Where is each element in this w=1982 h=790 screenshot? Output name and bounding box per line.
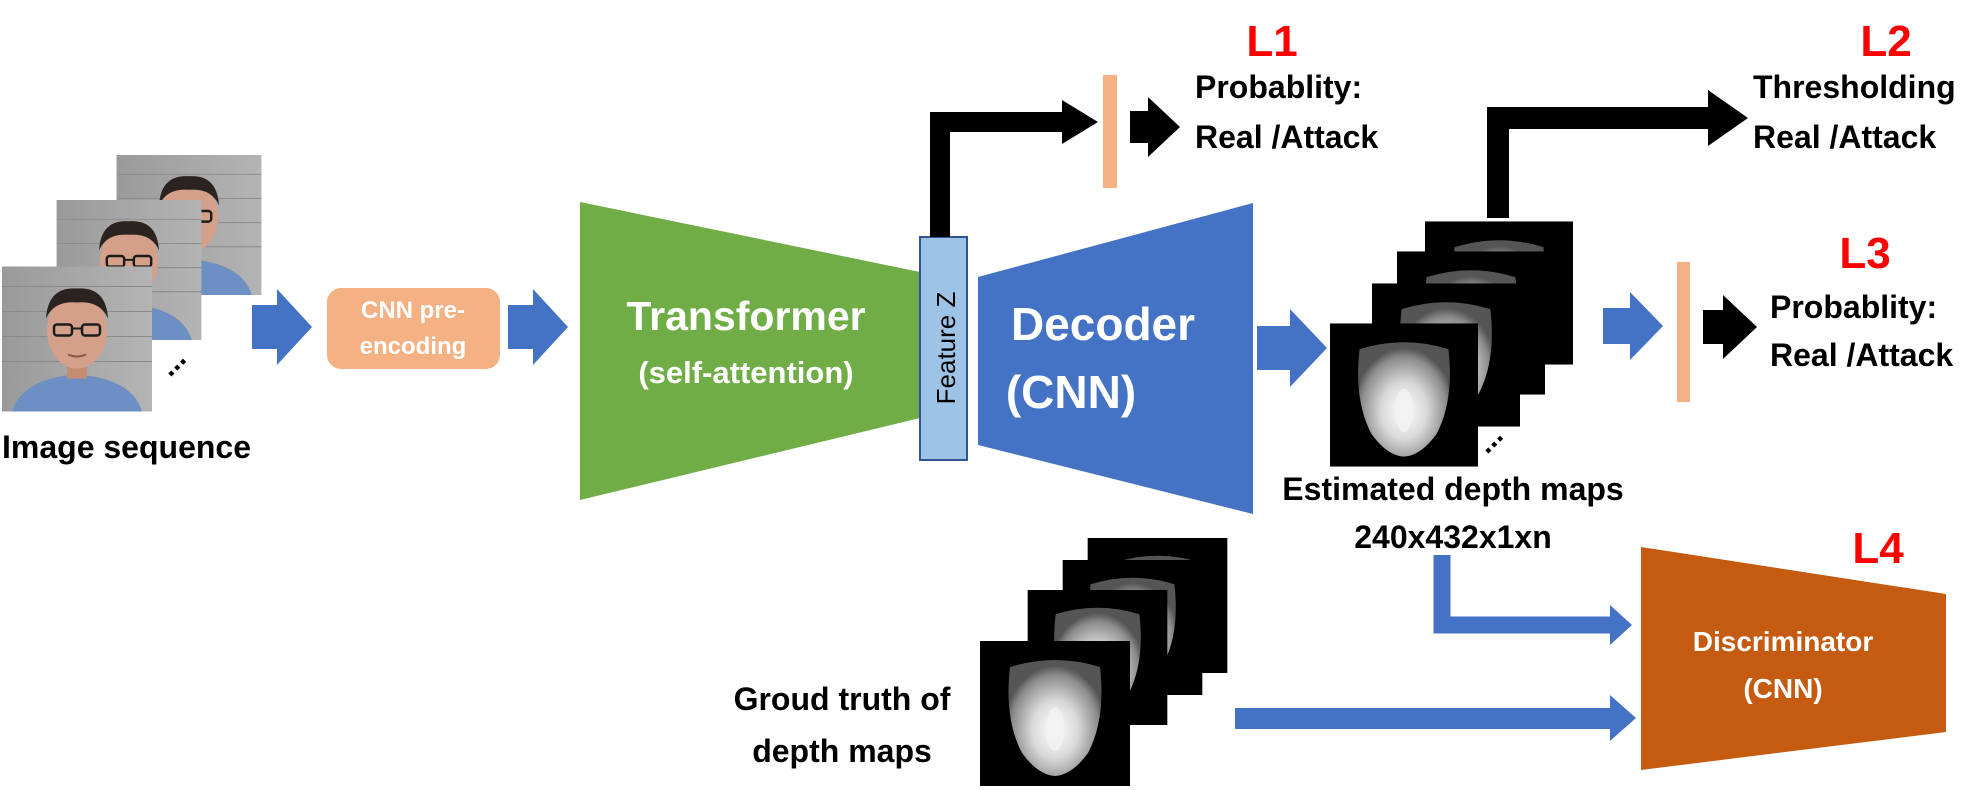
transformer-title: Transformer: [626, 293, 865, 339]
l2-branch: L2 Thresholding Real /Attack: [1487, 17, 1956, 218]
arrow-decoder-to-depth: [1257, 309, 1327, 387]
l1-arrowhead: [1062, 100, 1098, 144]
ground-truth-stack: [980, 538, 1228, 786]
l4-loss-tag: L4: [1852, 524, 1904, 573]
cnn-preencoding-block: CNN pre- encoding: [327, 288, 500, 369]
arrow-preencoding-to-transformer: [508, 289, 568, 365]
l2-arrowhead: [1708, 90, 1748, 146]
l1-line1: Probablity:: [1195, 69, 1362, 105]
l3-line1: Probablity:: [1770, 289, 1937, 325]
input-ellipsis: ...: [152, 342, 193, 383]
arrow-input-to-preencoding: [252, 289, 312, 365]
estimated-depth-stack: [1330, 221, 1573, 467]
l1-output-arrow: [1130, 97, 1180, 157]
estimated-depth-1: [1330, 323, 1478, 467]
l1-branch: L1 Probablity: Real /Attack: [930, 17, 1378, 237]
discriminator-line2: (CNN): [1743, 673, 1822, 704]
ground-truth-1: [980, 641, 1130, 786]
gt-to-discriminator-shaft: [1235, 708, 1615, 729]
feature-z-label: Feature Z: [931, 292, 961, 405]
l3-classifier-bar: [1677, 262, 1690, 402]
l3-output-arrow: [1703, 295, 1757, 359]
cnn-preencoding-box: [327, 288, 500, 369]
l3-loss-tag: L3: [1839, 229, 1890, 278]
cnn-preencoding-line1: CNN pre-: [361, 297, 465, 324]
estimated-to-discriminator-arrowhead: [1610, 605, 1632, 645]
l2-connector: [1487, 107, 1715, 218]
input-label: Image sequence: [2, 429, 251, 465]
l1-loss-tag: L1: [1246, 17, 1297, 66]
gt-to-discriminator-arrowhead: [1610, 695, 1636, 741]
l2-loss-tag: L2: [1860, 17, 1911, 66]
ground-truth-line2: depth maps: [752, 733, 932, 769]
feature-z-block: Feature Z: [919, 236, 968, 461]
l1-line2: Real /Attack: [1195, 119, 1378, 155]
decoder-title: Decoder: [1011, 298, 1195, 350]
estimated-depth-label: Estimated depth maps: [1282, 471, 1623, 507]
decoder-subtitle: (CNN): [1006, 366, 1136, 418]
decoder-block: Decoder (CNN): [978, 203, 1253, 514]
l4-branch: Discriminator (CNN) L4: [1235, 524, 1946, 770]
l1-classifier-bar: [1103, 75, 1117, 188]
l3-input-arrow: [1603, 292, 1663, 360]
transformer-block: Transformer (self-attention): [580, 202, 920, 500]
l3-line2: Real /Attack: [1770, 337, 1953, 373]
cnn-preencoding-line2: encoding: [360, 333, 467, 360]
discriminator-line1: Discriminator: [1693, 626, 1874, 657]
l3-branch: L3 Probablity: Real /Attack: [1603, 229, 1953, 402]
l2-line1: Thresholding: [1753, 69, 1956, 105]
transformer-trapezoid: [580, 202, 920, 500]
estimated-depth-size: 240x432x1xn: [1354, 519, 1552, 555]
discriminator-trapezoid: [1641, 547, 1946, 770]
transformer-subtitle: (self-attention): [638, 355, 853, 390]
input-frame-1: [2, 265, 152, 413]
decoder-trapezoid: [978, 203, 1253, 514]
ground-truth-line1: Groud truth of: [734, 681, 951, 717]
estimated-to-discriminator-connector: [1433, 555, 1616, 634]
l1-connector: [930, 112, 1068, 237]
input-image-stack: [2, 155, 263, 413]
l2-line2: Real /Attack: [1753, 119, 1936, 155]
